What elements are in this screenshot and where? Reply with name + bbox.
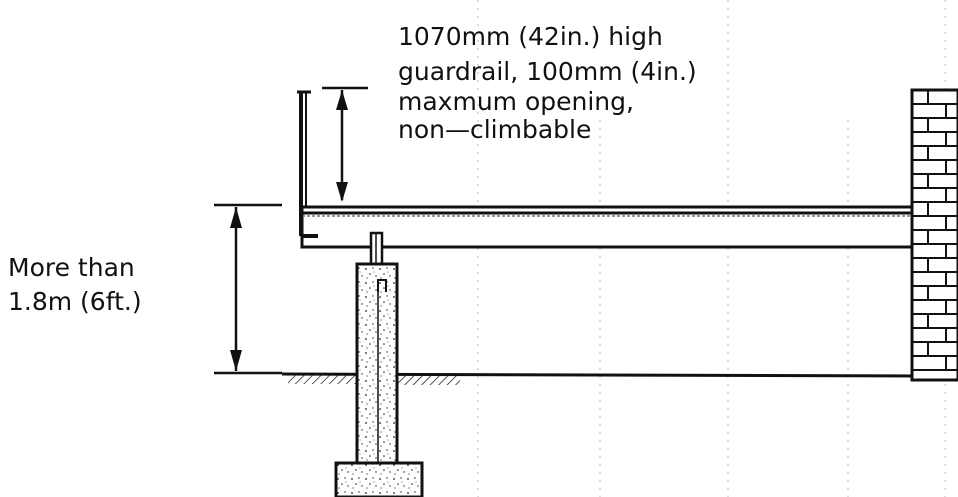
height-note-line-2: 1.8m (6ft.) xyxy=(8,287,142,316)
concrete-pier xyxy=(334,262,424,497)
deck-height-dimension xyxy=(214,203,282,375)
guardrail xyxy=(297,90,318,238)
support-post xyxy=(369,231,384,267)
brick-wall xyxy=(910,88,958,382)
guardrail-note-line-1: 1070mm (42in.) high xyxy=(398,22,663,51)
height-note-line-1: More than xyxy=(8,253,135,282)
guardrail-note: 1070mm (42in.) high guardrail, 100mm (4i… xyxy=(398,22,705,144)
deck-slab xyxy=(300,205,914,249)
guardrail-note-line-4: non—climbable xyxy=(398,115,591,144)
guardrail-note-line-2: guardrail, 100mm (4in.) xyxy=(398,57,697,86)
guardrail-note-line-3: maxmum opening, xyxy=(398,87,634,116)
guardrail-height-dimension xyxy=(322,86,368,202)
height-note: More than 1.8m (6ft.) xyxy=(8,253,143,316)
